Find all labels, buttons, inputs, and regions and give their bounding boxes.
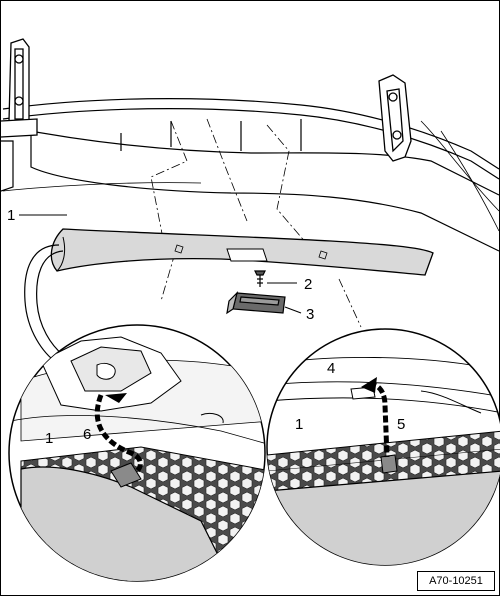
detail-circle-left	[8, 324, 266, 582]
figure-reference-number: A70-10251	[417, 571, 495, 591]
lamp-part-3	[226, 291, 286, 315]
detail-circle-right	[266, 328, 500, 566]
projection-lines	[150, 118, 362, 328]
callout-6: 6	[83, 426, 91, 443]
callout-4: 4	[327, 360, 335, 377]
callout-1-left-detail: 1	[45, 430, 53, 447]
callout-3: 3	[306, 306, 314, 323]
screw-part-2	[254, 270, 266, 287]
wire-harness	[24, 244, 64, 364]
callout-labels: 1 2 3 1 6 4 1 5	[7, 207, 405, 447]
vehicle-roof-outline	[1, 98, 500, 252]
callout-5: 5	[397, 416, 405, 433]
trim-panel-part-1	[50, 228, 434, 276]
left-hinge-bracket	[1, 38, 38, 138]
callout-2: 2	[304, 276, 312, 293]
callout-1-right-detail: 1	[295, 416, 303, 433]
right-hinge-bracket	[378, 74, 412, 162]
callout-1-main: 1	[7, 207, 15, 224]
